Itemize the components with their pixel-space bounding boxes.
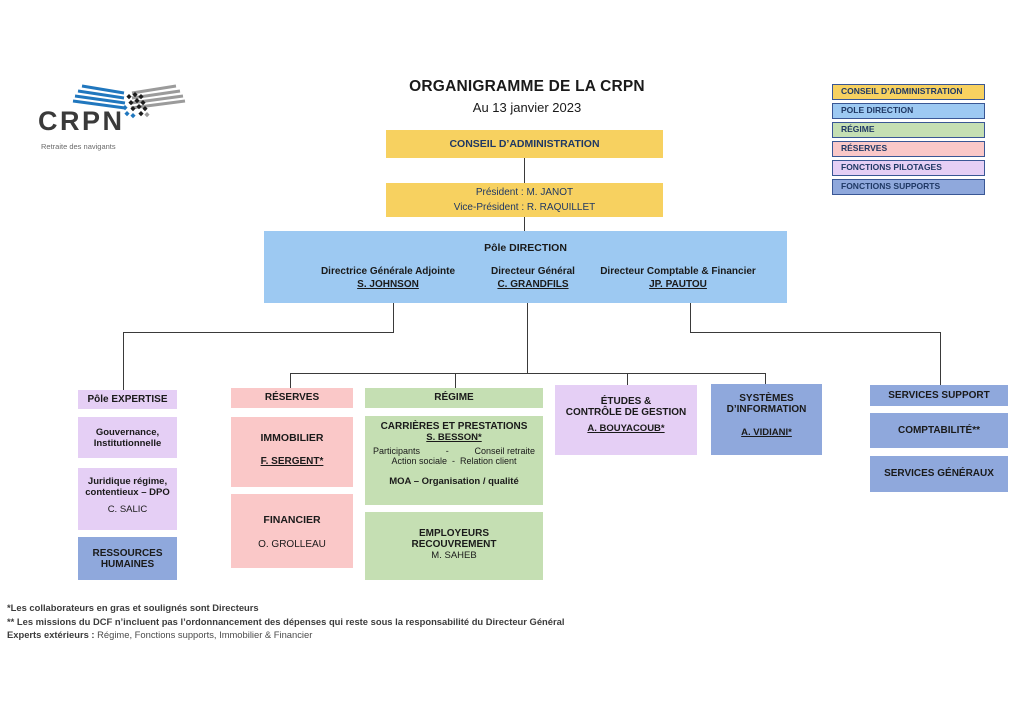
- carrieres-row2: Action sociale - Relation client: [391, 456, 517, 466]
- member-name: JP. PAUTOU: [649, 279, 707, 290]
- financier-name: O. GROLLEAU: [258, 539, 326, 550]
- connector-systemes-drop: [765, 373, 766, 384]
- juridique-title: Juridique régime, contentieux – DPO: [85, 476, 170, 498]
- juridique-name: C. SALIC: [107, 504, 148, 515]
- connector-regime-drop: [455, 373, 456, 388]
- carrieres-row1: Participants - Conseil retraite: [365, 446, 543, 456]
- row1-right: Conseil retraite: [474, 446, 535, 456]
- footnotes: *Les collaborateurs en gras et soulignés…: [7, 601, 987, 642]
- employeurs-recouvrement-box: EMPLOYEURS RECOUVREMENT M. SAHEB: [365, 512, 543, 580]
- page-subtitle: Au 13 janvier 2023: [472, 100, 582, 115]
- pole-direction-box: Pôle DIRECTION Directrice Générale Adjoi…: [264, 231, 787, 303]
- legend-item-conseil: CONSEIL D’ADMINISTRATION: [832, 84, 985, 100]
- member-name: S. JOHNSON: [357, 279, 419, 290]
- connector-supports-drop: [940, 332, 941, 385]
- connector-left-horizontal: [123, 332, 394, 333]
- connector-reserves-drop: [290, 373, 291, 388]
- systemes-title: SYSTÈMES D’INFORMATION: [726, 393, 807, 415]
- wings-icon: [72, 84, 186, 119]
- footnote-1: *Les collaborateurs en gras et soulignés…: [7, 602, 259, 613]
- direction-member-dg: Directeur Général C. GRANDFILS: [453, 266, 613, 290]
- direction-member-dcf: Directeur Comptable & Financier JP. PAUT…: [573, 266, 783, 290]
- legend: CONSEIL D’ADMINISTRATION POLE DIRECTION …: [832, 84, 987, 198]
- carrieres-name: S. BESSON*: [426, 432, 482, 443]
- legend-item-regime: RÉGIME: [832, 122, 985, 138]
- president-box: Président : M. JANOT Vice-Président : R.…: [386, 183, 663, 217]
- services-generaux-box: SERVICES GÉNÉRAUX: [870, 456, 1008, 492]
- employeurs-title: EMPLOYEURS RECOUVREMENT: [411, 528, 497, 550]
- member-role: Directeur Général: [491, 266, 575, 277]
- connector-right-horizontal: [690, 332, 941, 333]
- direction-member-dga: Directrice Générale Adjointe S. JOHNSON: [278, 266, 498, 290]
- legend-item-fonctions-pilotages: FONCTIONS PILOTAGES: [832, 160, 985, 176]
- connector-expertise-drop: [123, 332, 124, 390]
- connector-president-direction: [524, 217, 525, 231]
- connector-center-drop: [527, 303, 528, 373]
- vice-president-line: Vice-Président : R. RAQUILLET: [453, 202, 596, 213]
- regime-header: RÉGIME: [365, 388, 543, 408]
- member-name: C. GRANDFILS: [497, 279, 569, 290]
- connector-right-drop: [690, 303, 691, 332]
- logo-wordmark: CRPN: [38, 106, 125, 136]
- systemes-name: A. VIDIANI*: [741, 427, 792, 438]
- legend-item-reserves: RÉSERVES: [832, 141, 985, 157]
- carrieres-title: CARRIÈRES ET PRESTATIONS: [380, 421, 528, 432]
- pole-expertise-header: Pôle EXPERTISE: [78, 390, 177, 409]
- ressources-humaines-box: RESSOURCES HUMAINES: [78, 537, 177, 580]
- page-title: ORGANIGRAMME DE LA CRPN: [409, 78, 645, 95]
- services-support-box: SERVICES SUPPORT: [870, 385, 1008, 406]
- etudes-title: ÉTUDES & CONTRÔLE DE GESTION: [565, 396, 687, 418]
- member-role: Directeur Comptable & Financier: [600, 266, 756, 277]
- employeurs-name: M. SAHEB: [431, 550, 477, 561]
- logo-tagline: Retraite des navigants: [41, 142, 116, 151]
- footnote-3-label: Experts extérieurs :: [7, 629, 95, 641]
- footnote-2: ** Les missions du DCF n’incluent pas l’…: [7, 615, 565, 627]
- legend-item-fonctions-supports: FONCTIONS SUPPORTS: [832, 179, 985, 195]
- row1-sep: -: [445, 446, 449, 456]
- financier-box: FINANCIER O. GROLLEAU: [231, 494, 353, 568]
- footnote-3: Experts extérieurs : Régime, Fonctions s…: [7, 628, 987, 642]
- connector-conseil-president: [524, 158, 525, 183]
- systemes-information-box: SYSTÈMES D’INFORMATION A. VIDIANI*: [711, 384, 822, 455]
- legend-item-pole-direction: POLE DIRECTION: [832, 103, 985, 119]
- etudes-controle-box: ÉTUDES & CONTRÔLE DE GESTION A. BOUYACOU…: [555, 385, 697, 455]
- immobilier-title: IMMOBILIER: [260, 432, 324, 444]
- etudes-name: A. BOUYACOUB*: [587, 423, 665, 434]
- carrieres-moa: MOA – Organisation / qualité: [389, 476, 519, 487]
- connector-etudes-drop: [627, 373, 628, 385]
- immobilier-name: F. SERGENT*: [260, 456, 324, 467]
- carrieres-prestations-box: CARRIÈRES ET PRESTATIONS S. BESSON* Part…: [365, 416, 543, 505]
- conseil-administration-box: CONSEIL D’ADMINISTRATION: [386, 130, 663, 158]
- gouvernance-box: Gouvernance, Institutionnelle: [78, 417, 177, 458]
- row1-left: Participants: [373, 446, 421, 456]
- president-line: Président : M. JANOT: [475, 187, 574, 198]
- connector-center-bar: [290, 373, 766, 374]
- connector-left-drop: [393, 303, 394, 332]
- financier-title: FINANCIER: [263, 514, 321, 526]
- member-role: Directrice Générale Adjointe: [320, 266, 456, 277]
- footnote-3-text: Régime, Fonctions supports, Immobilier &…: [97, 629, 313, 641]
- comptabilite-box: COMPTABILITÉ**: [870, 413, 1008, 448]
- crpn-logo: [72, 84, 187, 127]
- pole-direction-title: Pôle DIRECTION: [484, 242, 567, 254]
- immobilier-box: IMMOBILIER F. SERGENT*: [231, 417, 353, 487]
- juridique-box: Juridique régime, contentieux – DPO C. S…: [78, 468, 177, 530]
- reserves-header: RÉSERVES: [231, 388, 353, 408]
